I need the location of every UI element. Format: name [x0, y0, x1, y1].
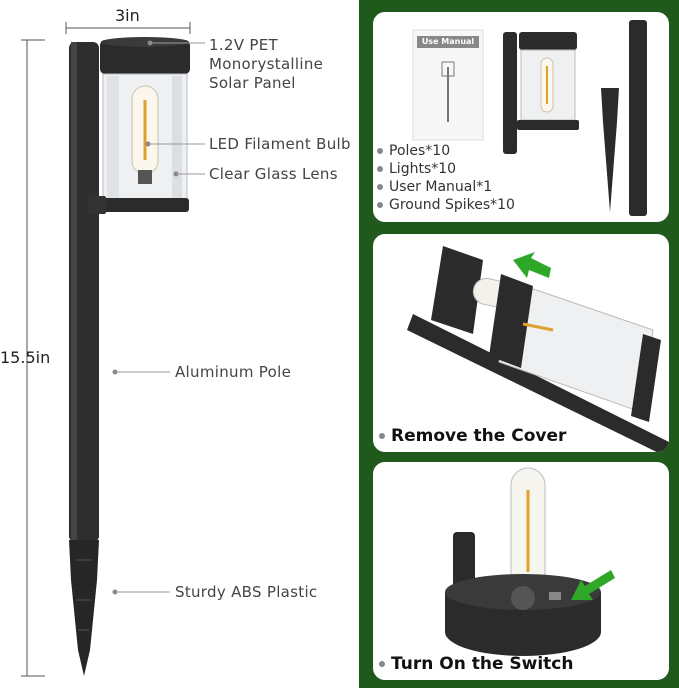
package-item-label: Lights*10 — [389, 161, 457, 177]
solar-panel-label: 1.2V PET Monorystalline Solar Panel — [209, 36, 323, 93]
width-dimension: 3in — [115, 6, 140, 25]
spike-label: Sturdy ABS Plastic — [175, 583, 318, 601]
package-item-list: Poles*10 Lights*10 User Manual*1 Ground … — [377, 142, 515, 214]
switch-on-panel: Turn On the Switch — [373, 462, 669, 680]
package-item-label: Ground Spikes*10 — [389, 197, 515, 213]
package-item: Ground Spikes*10 — [377, 196, 515, 214]
package-item: Lights*10 — [377, 160, 515, 178]
product-illustration — [21, 22, 191, 677]
manual-cover-title: Use Manual — [421, 37, 475, 46]
package-contents-panel: Use Manual Poles*10 Lights*10 User Manua… — [373, 12, 669, 222]
package-contents-illustration — [412, 20, 647, 216]
product-diagram: 3in 15.5in 1.2V PET Monorystalline Solar… — [0, 6, 351, 677]
remove-cover-panel: Remove the Cover — [373, 234, 669, 452]
switch-on-step: Turn On the Switch — [379, 654, 573, 674]
package-item-label: User Manual*1 — [389, 179, 493, 195]
info-background: Use Manual Poles*10 Lights*10 User Manua… — [359, 0, 679, 688]
height-dimension: 15.5in — [0, 348, 51, 367]
solar-label-line1: 1.2V PET — [209, 36, 278, 54]
remove-cover-caption: Remove the Cover — [391, 426, 567, 446]
remove-cover-illustration — [407, 246, 669, 452]
lens-label: Clear Glass Lens — [209, 165, 338, 183]
bulb-label: LED Filament Bulb — [209, 135, 351, 153]
package-item: User Manual*1 — [377, 178, 515, 196]
switch-on-caption: Turn On the Switch — [391, 654, 574, 674]
package-item-label: Poles*10 — [389, 143, 451, 159]
solar-label-line3: Solar Panel — [209, 74, 296, 92]
solar-label-line2: Monorystalline — [209, 55, 324, 73]
switch-on-illustration — [445, 467, 615, 656]
pole-label: Aluminum Pole — [175, 363, 292, 381]
package-item: Poles*10 — [377, 142, 515, 160]
callout-leaders — [112, 40, 205, 595]
remove-cover-step: Remove the Cover — [379, 426, 566, 446]
